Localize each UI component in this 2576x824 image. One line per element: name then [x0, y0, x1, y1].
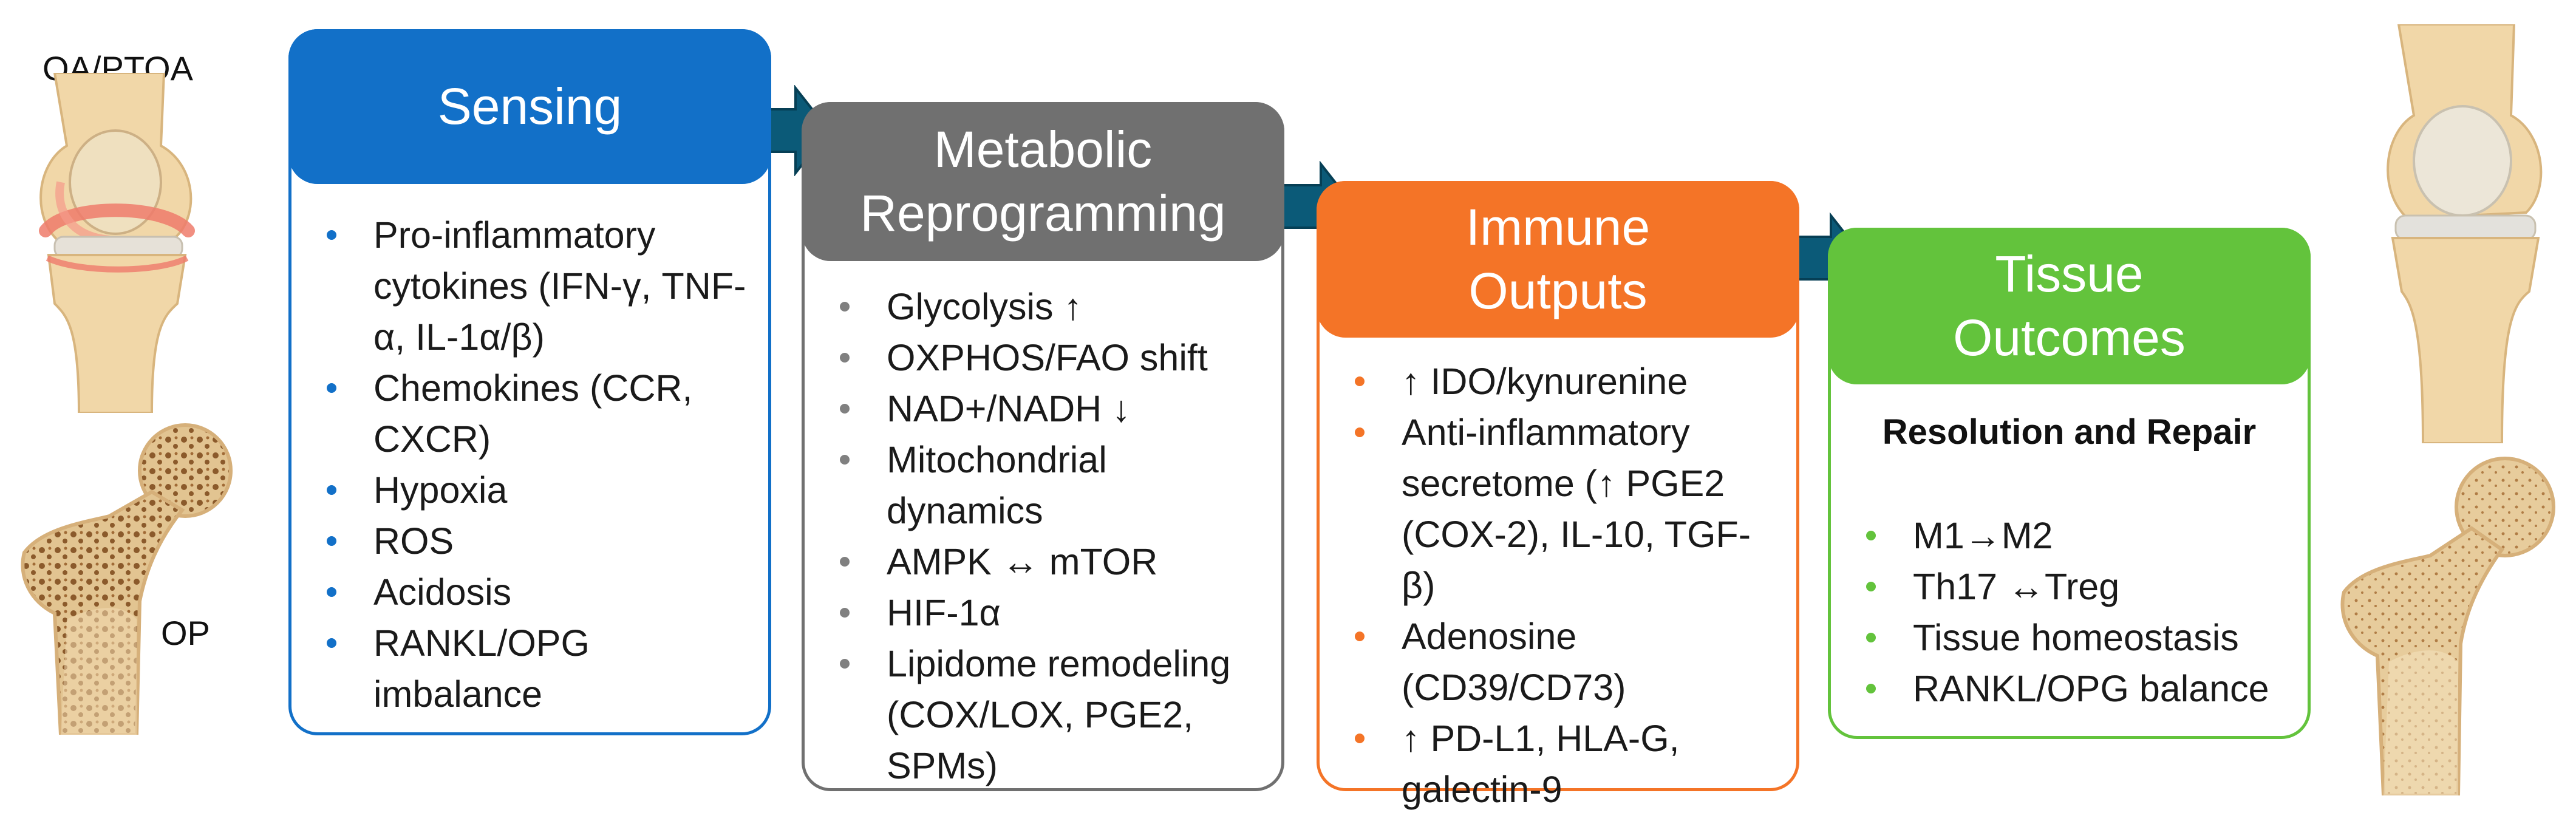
metabolic-list: Glycolysis ↑ OXPHOS/FAO shift NAD+/NADH … — [805, 281, 1281, 791]
list-item: Hypoxia — [291, 465, 768, 516]
bullet-icon — [1866, 531, 1876, 540]
bullet-icon — [327, 587, 336, 597]
bullet-icon — [1355, 376, 1365, 386]
bullet-icon — [840, 557, 850, 567]
list-item: Adenosine (CD39/CD73) — [1320, 611, 1796, 713]
healthy-femur-illustration — [2340, 457, 2555, 795]
resolution-and-repair-subtitle: Resolution and Repair — [1882, 412, 2257, 452]
list-item: Th17 ↔Treg — [1831, 561, 2308, 612]
list-item: Chemokines (CCR, CXCR) — [291, 363, 768, 465]
tissue-outcomes-card: Tissue Outcomes Resolution and Repair M1… — [1828, 228, 2311, 739]
list-item: Glycolysis ↑ — [805, 281, 1281, 332]
list-item: Mitochondrial dynamics — [805, 434, 1281, 536]
list-item: RANKL/OPG balance — [1831, 663, 2308, 714]
bullet-icon — [327, 485, 336, 495]
list-item: ROS — [291, 516, 768, 567]
bullet-icon — [327, 230, 336, 240]
bullet-icon — [840, 608, 850, 618]
list-item: M1→M2 — [1831, 510, 2308, 561]
op-label: OP — [161, 614, 210, 652]
list-item: ↑ PD-L1, HLA-G, galectin-9 — [1320, 713, 1796, 815]
list-item: Acidosis — [291, 567, 768, 618]
sensing-title: Sensing — [288, 29, 771, 184]
bullet-icon — [327, 638, 336, 648]
list-item: ↑ IDO/kynurenine — [1320, 356, 1796, 407]
sensing-card: Sensing Pro-inflammatory cytokines (IFN-… — [288, 29, 771, 735]
tissue-list: M1→M2 Th17 ↔Treg Tissue homeostasis RANK… — [1831, 510, 2308, 714]
bullet-icon — [327, 536, 336, 546]
bullet-icon — [840, 455, 850, 465]
list-item: Tissue homeostasis — [1831, 612, 2308, 663]
osteoporotic-femur-illustration — [21, 423, 233, 735]
bullet-icon — [1866, 633, 1876, 642]
bullet-icon — [1355, 734, 1365, 743]
list-item: HIF-1α — [805, 587, 1281, 638]
immune-outputs-title: Immune Outputs — [1317, 181, 1799, 338]
list-item: AMPK ↔ mTOR — [805, 536, 1281, 587]
bullet-icon — [1355, 632, 1365, 641]
metabolic-reprogramming-title: Metabolic Reprogramming — [802, 102, 1284, 261]
tissue-outcomes-title: Tissue Outcomes — [1828, 228, 2311, 384]
list-item: RANKL/OPG imbalance — [291, 618, 768, 720]
bullet-icon — [840, 302, 850, 312]
bullet-icon — [327, 383, 336, 393]
list-item: Pro-inflammatory cytokines (IFN-γ, TNF-α… — [291, 209, 768, 363]
immune-list: ↑ IDO/kynurenine Anti-inflammatory secre… — [1320, 356, 1796, 815]
bullet-icon — [1866, 684, 1876, 693]
list-item: OXPHOS/FAO shift — [805, 332, 1281, 383]
list-item: Lipidome remodeling (COX/LOX, PGE2, SPMs… — [805, 638, 1281, 791]
list-item: Anti-inflammatory secretome (↑ PGE2 (COX… — [1320, 407, 1796, 611]
metabolic-reprogramming-card: Metabolic Reprogramming Glycolysis ↑ OXP… — [802, 102, 1284, 791]
bullet-icon — [840, 353, 850, 363]
sensing-list: Pro-inflammatory cytokines (IFN-γ, TNF-α… — [291, 209, 768, 720]
bullet-icon — [1866, 582, 1876, 591]
arthritic-knee-illustration — [39, 73, 195, 413]
immune-outputs-card: Immune Outputs ↑ IDO/kynurenine Anti-inf… — [1317, 181, 1799, 810]
bullet-icon — [840, 659, 850, 669]
healthy-knee-illustration — [2387, 24, 2543, 443]
list-item: NAD+/NADH ↓ — [805, 383, 1281, 434]
bullet-icon — [840, 404, 850, 414]
bullet-icon — [1355, 427, 1365, 437]
